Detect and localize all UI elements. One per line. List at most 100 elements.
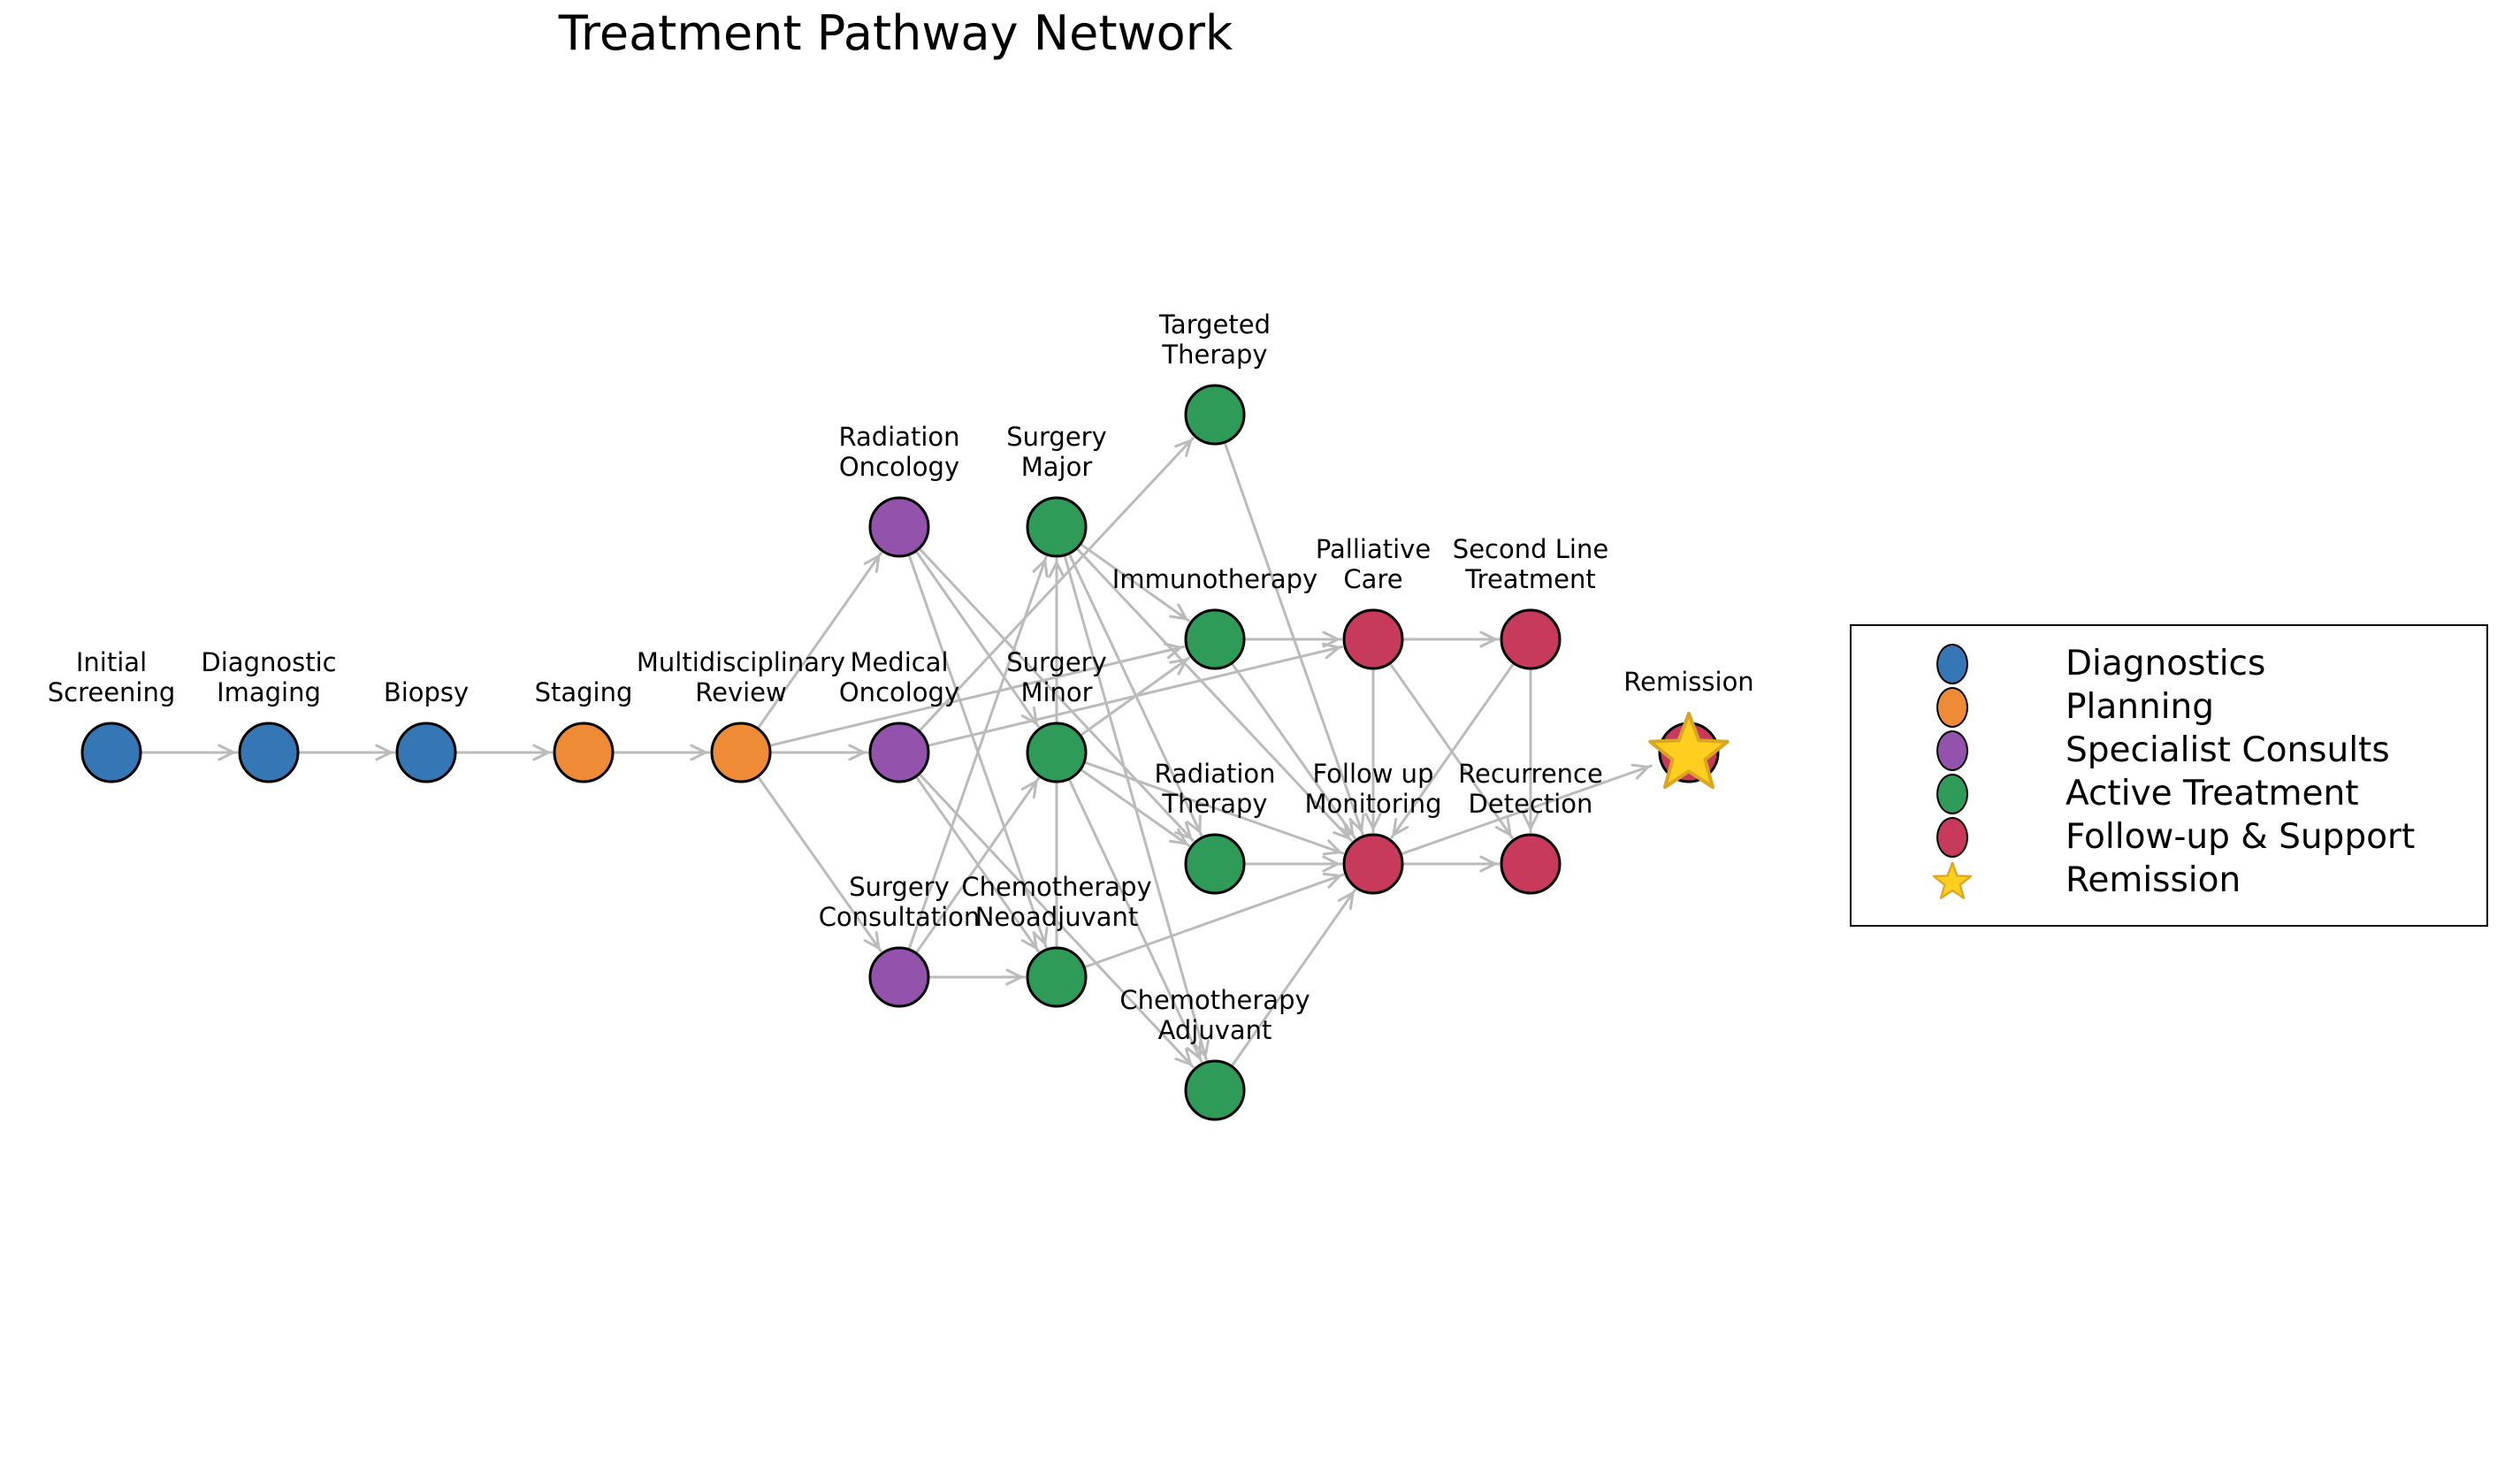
arrowhead-barb (1020, 714, 1038, 725)
arrowhead-barb (1322, 862, 1340, 873)
edge-surgery_minor--immunotherapy (1080, 656, 1191, 737)
arrowhead-barb (1177, 603, 1187, 621)
active-marker-icon (1936, 773, 1968, 814)
node-follow_up_monitoring (1342, 833, 1404, 895)
legend-item-follow-up-support: Follow-up & Support (1852, 815, 2486, 859)
arrowhead-barb (1348, 891, 1355, 911)
arrowhead-barb (1174, 831, 1193, 840)
legend-item-active-treatment: Active Treatment (1852, 772, 2486, 815)
node-multidisciplinary_review (710, 722, 772, 783)
arrowhead-barb (863, 554, 881, 565)
arrowhead-barb (1043, 559, 1049, 578)
arrowhead-barb (1494, 826, 1512, 836)
arrowhead-barb (1048, 561, 1058, 578)
node-diagnostic_imaging (238, 722, 300, 783)
arrowhead-barb (532, 744, 550, 754)
edge-immunotherapy--follow_up_monitoring (1231, 662, 1357, 840)
legend-item-planning: Planning (1852, 685, 2486, 729)
arrowhead-barb (1186, 1047, 1202, 1060)
arrowhead-barb (1169, 839, 1187, 845)
node-second_line_treatment (1500, 608, 1562, 670)
arrowhead-barb (1479, 630, 1497, 641)
planning-marker-icon (1936, 686, 1968, 728)
node-medical_oncology (868, 722, 930, 783)
legend-item-diagnostics: Diagnostics (1852, 642, 2486, 685)
arrowhead-barb (1203, 1039, 1210, 1058)
node-radiation_oncology (868, 496, 930, 558)
edge-follow_up_monitoring--remission (1401, 764, 1653, 856)
arrowhead-barb (1360, 813, 1365, 832)
edge-surgery_consultation--surgery_major (907, 555, 1048, 950)
arrowhead-barb (1186, 821, 1202, 834)
arrowhead-barb (1005, 975, 1023, 986)
arrowhead-barb (848, 744, 866, 754)
arrowhead-barb (1184, 821, 1193, 840)
legend-label: Specialist Consults (2066, 730, 2390, 770)
legend-item-remission: Remission (1852, 859, 2486, 902)
followup-marker-icon (1936, 816, 1968, 858)
node-surgery_minor (1026, 722, 1088, 783)
arrowhead-barb (863, 939, 881, 950)
node-surgery_consultation (868, 946, 930, 1008)
edges-layer (141, 436, 1653, 1069)
node-label-remission: Remission (1623, 667, 1753, 697)
arrowhead-barb (1479, 862, 1497, 873)
arrowhead-barb (1479, 855, 1497, 866)
edge-surgery_major--follow_up_monitoring (1076, 547, 1354, 843)
arrowhead-barb (1333, 831, 1351, 840)
arrowhead-barb (1327, 874, 1341, 889)
arrowhead-barb (1364, 813, 1375, 830)
arrowhead-barb (1177, 658, 1187, 676)
node-targeted_therapy (1184, 384, 1246, 446)
arrowhead-barb (874, 931, 881, 950)
nodes-layer (80, 384, 1730, 1121)
node-radiation_therapy (1184, 833, 1246, 895)
legend-label: Planning (2066, 687, 2214, 727)
edge-multidisciplinary_review--immunotherapy (769, 645, 1186, 747)
arrowhead-barb (1032, 559, 1047, 573)
arrowhead-barb (1032, 930, 1038, 950)
legend-label: Follow-up & Support (2066, 817, 2416, 857)
arrowhead-barb (532, 751, 550, 761)
remission-star-marker-icon (1932, 861, 1973, 899)
edge-surgery_minor--radiation_therapy (1080, 768, 1191, 848)
arrowhead-barb (1174, 439, 1193, 448)
arrowhead-barb (1327, 839, 1341, 854)
node-label-staging: Staging (535, 677, 633, 707)
legend-label: Active Treatment (2066, 774, 2359, 814)
arrowhead-barb (218, 751, 235, 761)
legend-label: Remission (2066, 860, 2241, 900)
arrowhead-barb (1337, 826, 1355, 836)
arrowhead-barb (1322, 638, 1340, 648)
arrowhead-barb (1169, 615, 1187, 621)
chart-title: Treatment Pathway Network (558, 5, 1233, 61)
arrowhead-barb (1522, 813, 1532, 830)
arrowhead-barb (1392, 826, 1409, 836)
remission-star-icon (1648, 712, 1730, 790)
arrowhead-barb (1348, 818, 1355, 836)
arrowhead-barb (1635, 765, 1650, 780)
edge-surgery_consultation--surgery_minor (915, 776, 1041, 954)
arrowhead-barb (1020, 939, 1038, 950)
arrowhead-barb (1169, 658, 1187, 664)
arrowhead-barb (1055, 561, 1065, 578)
arrowhead-barb (1630, 763, 1650, 768)
arrowhead-barb (375, 744, 393, 754)
node-palliative_care (1342, 608, 1404, 670)
arrowhead-barb (1479, 638, 1497, 648)
arrowhead-barb (1506, 817, 1512, 836)
specialist-marker-icon (1936, 730, 1968, 771)
arrowhead-barb (1371, 813, 1382, 830)
arrowhead-barb (375, 751, 393, 761)
